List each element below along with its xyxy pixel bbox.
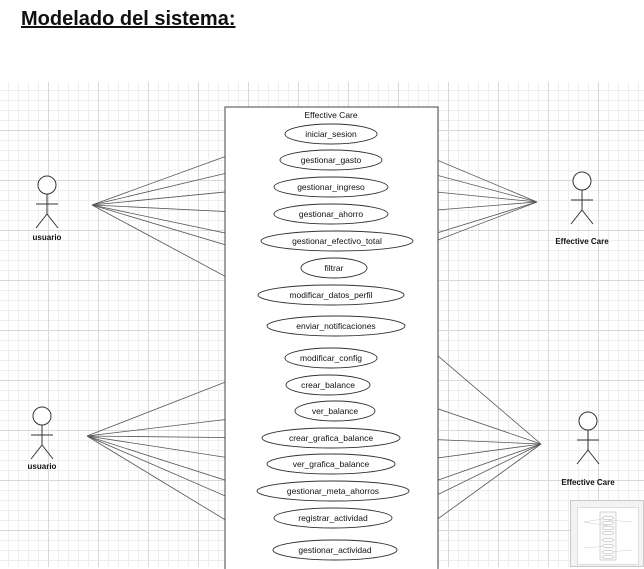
use-case-ellipse — [257, 284, 405, 306]
actor-a3[interactable]: usuario — [28, 406, 57, 471]
use-case-label: crear_grafica_balance — [289, 433, 373, 443]
actor-a2[interactable]: Effective Care — [555, 171, 609, 246]
actor-label: usuario — [33, 233, 62, 242]
actor-left-leg — [30, 444, 43, 460]
actor-right-leg — [587, 449, 600, 465]
use-case-label: gestionar_actividad — [298, 545, 372, 555]
use-case-label: gestionar_ingreso — [297, 182, 365, 192]
use-case-ellipse — [273, 507, 393, 529]
use-case-label: enviar_notificaciones — [296, 321, 375, 331]
use-case-ellipse — [285, 374, 371, 396]
use-case-ellipse — [273, 203, 389, 225]
use-case-uc3[interactable]: gestionar_ingreso — [273, 176, 389, 198]
use-case-label: ver_grafica_balance — [293, 459, 370, 469]
use-case-uc2[interactable]: gestionar_gasto — [279, 149, 383, 171]
use-case-label: gestionar_ahorro — [299, 209, 364, 219]
use-case-uc11[interactable]: ver_balance — [294, 400, 376, 422]
use-case-label: registrar_actividad — [298, 513, 368, 523]
use-case-uc6[interactable]: filtrar — [300, 257, 368, 279]
actor-head — [572, 171, 592, 191]
use-case-label: gestionar_meta_ahorros — [287, 486, 379, 496]
use-case-label: iniciar_sesion — [305, 129, 357, 139]
use-case-ellipse — [266, 453, 396, 475]
minimap-preview — [577, 507, 639, 565]
actor-left-leg — [576, 449, 589, 465]
use-case-ellipse — [266, 315, 406, 337]
use-case-ellipse — [273, 176, 389, 198]
use-case-uc12[interactable]: crear_grafica_balance — [261, 427, 401, 449]
use-case-ellipse — [261, 427, 401, 449]
actor-left-leg — [35, 213, 48, 229]
use-case-uc14[interactable]: gestionar_meta_ahorros — [256, 480, 410, 502]
use-case-ellipse — [260, 230, 414, 252]
use-case-uc5[interactable]: gestionar_efectivo_total — [260, 230, 414, 252]
page-heading: Modelado del sistema: — [21, 8, 236, 30]
actor-head — [37, 175, 57, 195]
use-case-uc9[interactable]: modificar_config — [284, 347, 378, 369]
use-case-label: gestionar_efectivo_total — [292, 236, 382, 246]
use-case-uc1[interactable]: iniciar_sesion — [284, 123, 378, 145]
use-case-uc16[interactable]: gestionar_actividad — [272, 539, 398, 561]
use-case-label: ver_balance — [312, 406, 359, 416]
use-case-label: gestionar_gasto — [301, 155, 362, 165]
use-case-uc4[interactable]: gestionar_ahorro — [273, 203, 389, 225]
use-case-uc7[interactable]: modificar_datos_perfil — [257, 284, 405, 306]
use-case-ellipse — [294, 400, 376, 422]
system-title: Effective Care — [304, 110, 358, 120]
actor-head — [32, 406, 52, 426]
use-case-ellipse — [272, 539, 398, 561]
actor-right-leg — [46, 213, 59, 229]
use-case-uc10[interactable]: crear_balance — [285, 374, 371, 396]
use-case-ellipse — [284, 123, 378, 145]
use-case-label: modificar_datos_perfil — [289, 290, 372, 300]
actor-a1[interactable]: usuario — [33, 175, 62, 242]
actor-left-leg — [570, 209, 583, 225]
use-case-label: crear_balance — [301, 380, 355, 390]
actor-label: usuario — [28, 462, 57, 471]
use-case-label: filtrar — [325, 263, 344, 273]
use-case-uc8[interactable]: enviar_notificaciones — [266, 315, 406, 337]
actor-right-leg — [41, 444, 54, 460]
use-case-ellipse — [256, 480, 410, 502]
actor-right-leg — [581, 209, 594, 225]
actor-label: Effective Care — [561, 478, 615, 487]
use-case-ellipse — [300, 257, 368, 279]
use-cases: iniciar_sesion gestionar_gasto gestionar_i… — [256, 123, 414, 561]
actor-a4[interactable]: Effective Care — [561, 411, 615, 487]
use-case-ellipse — [284, 347, 378, 369]
use-case-ellipse — [279, 149, 383, 171]
actor-label: Effective Care — [555, 237, 609, 246]
use-case-uc13[interactable]: ver_grafica_balance — [266, 453, 396, 475]
use-case-uc15[interactable]: registrar_actividad — [273, 507, 393, 529]
use-case-label: modificar_config — [300, 353, 362, 363]
actor-head — [578, 411, 598, 431]
minimap-thumbnail[interactable] — [570, 500, 644, 567]
